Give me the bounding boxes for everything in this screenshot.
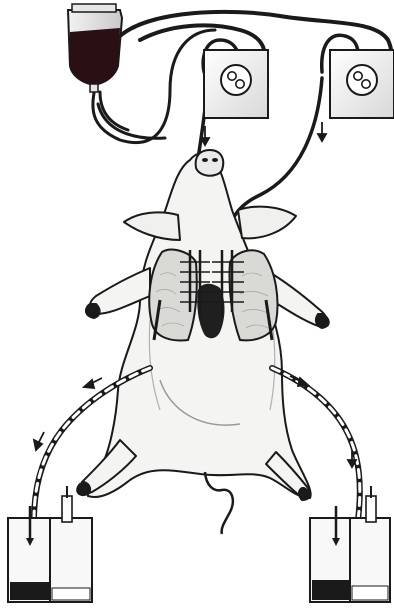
pump-left — [204, 50, 268, 118]
blood-bag — [68, 4, 122, 92]
pig-hoof-front-right — [316, 314, 329, 328]
drain-container-right — [310, 486, 390, 602]
pump-right — [330, 50, 394, 118]
pig-hoof-rear-left — [77, 482, 90, 495]
pig-tail — [205, 472, 233, 534]
drain-container-left — [8, 486, 92, 602]
tube-bag-loop-inner — [100, 92, 128, 130]
pig-ear-right — [238, 207, 296, 239]
roller-pump-icon — [221, 65, 251, 95]
roller-pump-icon — [347, 65, 377, 95]
pig-ear-left — [124, 212, 180, 240]
pig — [77, 150, 329, 534]
pig-hoof-front-left — [86, 304, 100, 318]
pig-hoof-rear-right — [299, 488, 310, 500]
pig-snout — [196, 150, 224, 176]
